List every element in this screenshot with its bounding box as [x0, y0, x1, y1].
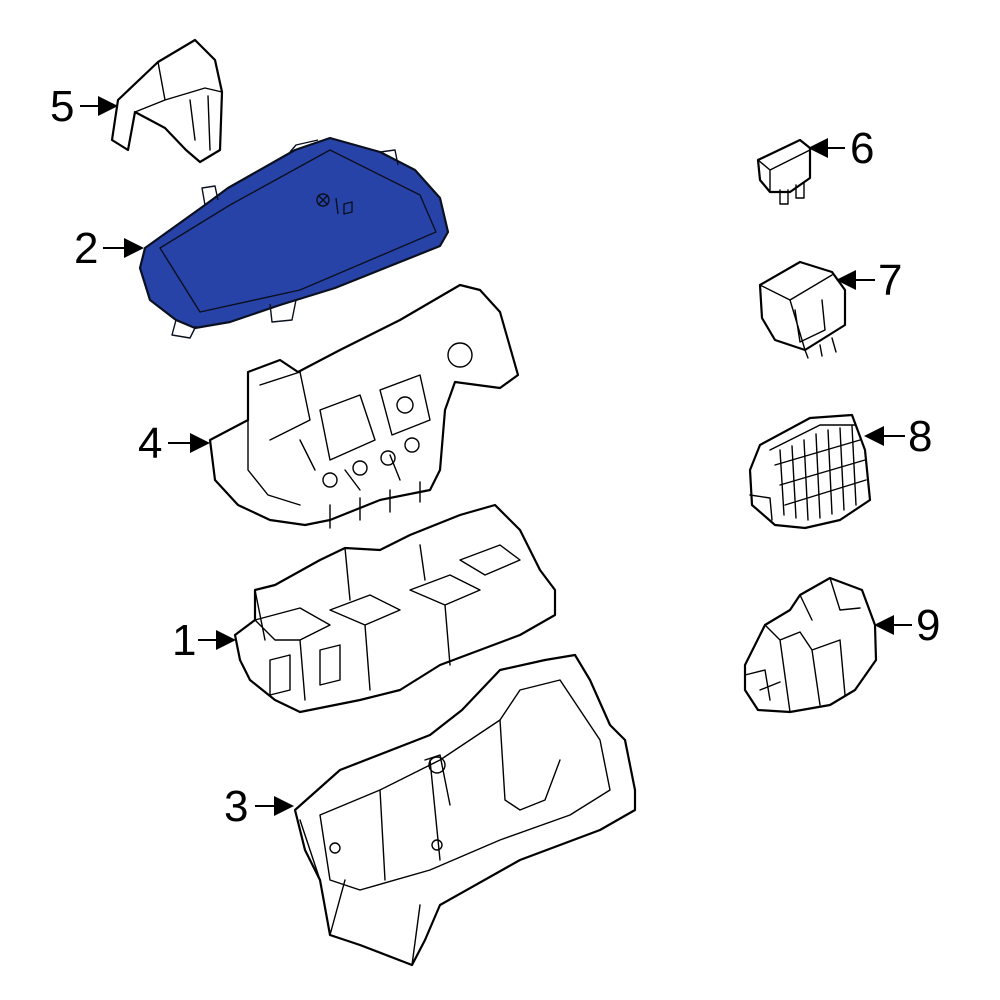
callout-2: 2 [74, 224, 98, 273]
part-4-upper-fuse-carrier[interactable] [208, 283, 520, 529]
part-9-connector-holder[interactable] [743, 576, 878, 714]
callout-4: 4 [138, 419, 162, 468]
part-3-fuse-box-housing[interactable] [293, 653, 637, 967]
part-1-lower-fuse-carrier[interactable] [233, 503, 557, 714]
callout-1: 1 [172, 616, 196, 665]
callout-6: 6 [850, 124, 874, 173]
part-2-fuse-box-cover[interactable] [138, 136, 450, 339]
callout-9: 9 [916, 601, 940, 650]
callout-5: 5 [50, 82, 74, 131]
part-6-fuse[interactable] [756, 138, 812, 205]
part-8-connector-block[interactable] [748, 413, 872, 530]
callout-7: 7 [878, 256, 902, 305]
part-7-relay[interactable] [758, 260, 847, 359]
callout-8: 8 [908, 412, 932, 461]
part-5-cover-bracket[interactable] [110, 38, 224, 164]
callout-3: 3 [224, 782, 248, 831]
